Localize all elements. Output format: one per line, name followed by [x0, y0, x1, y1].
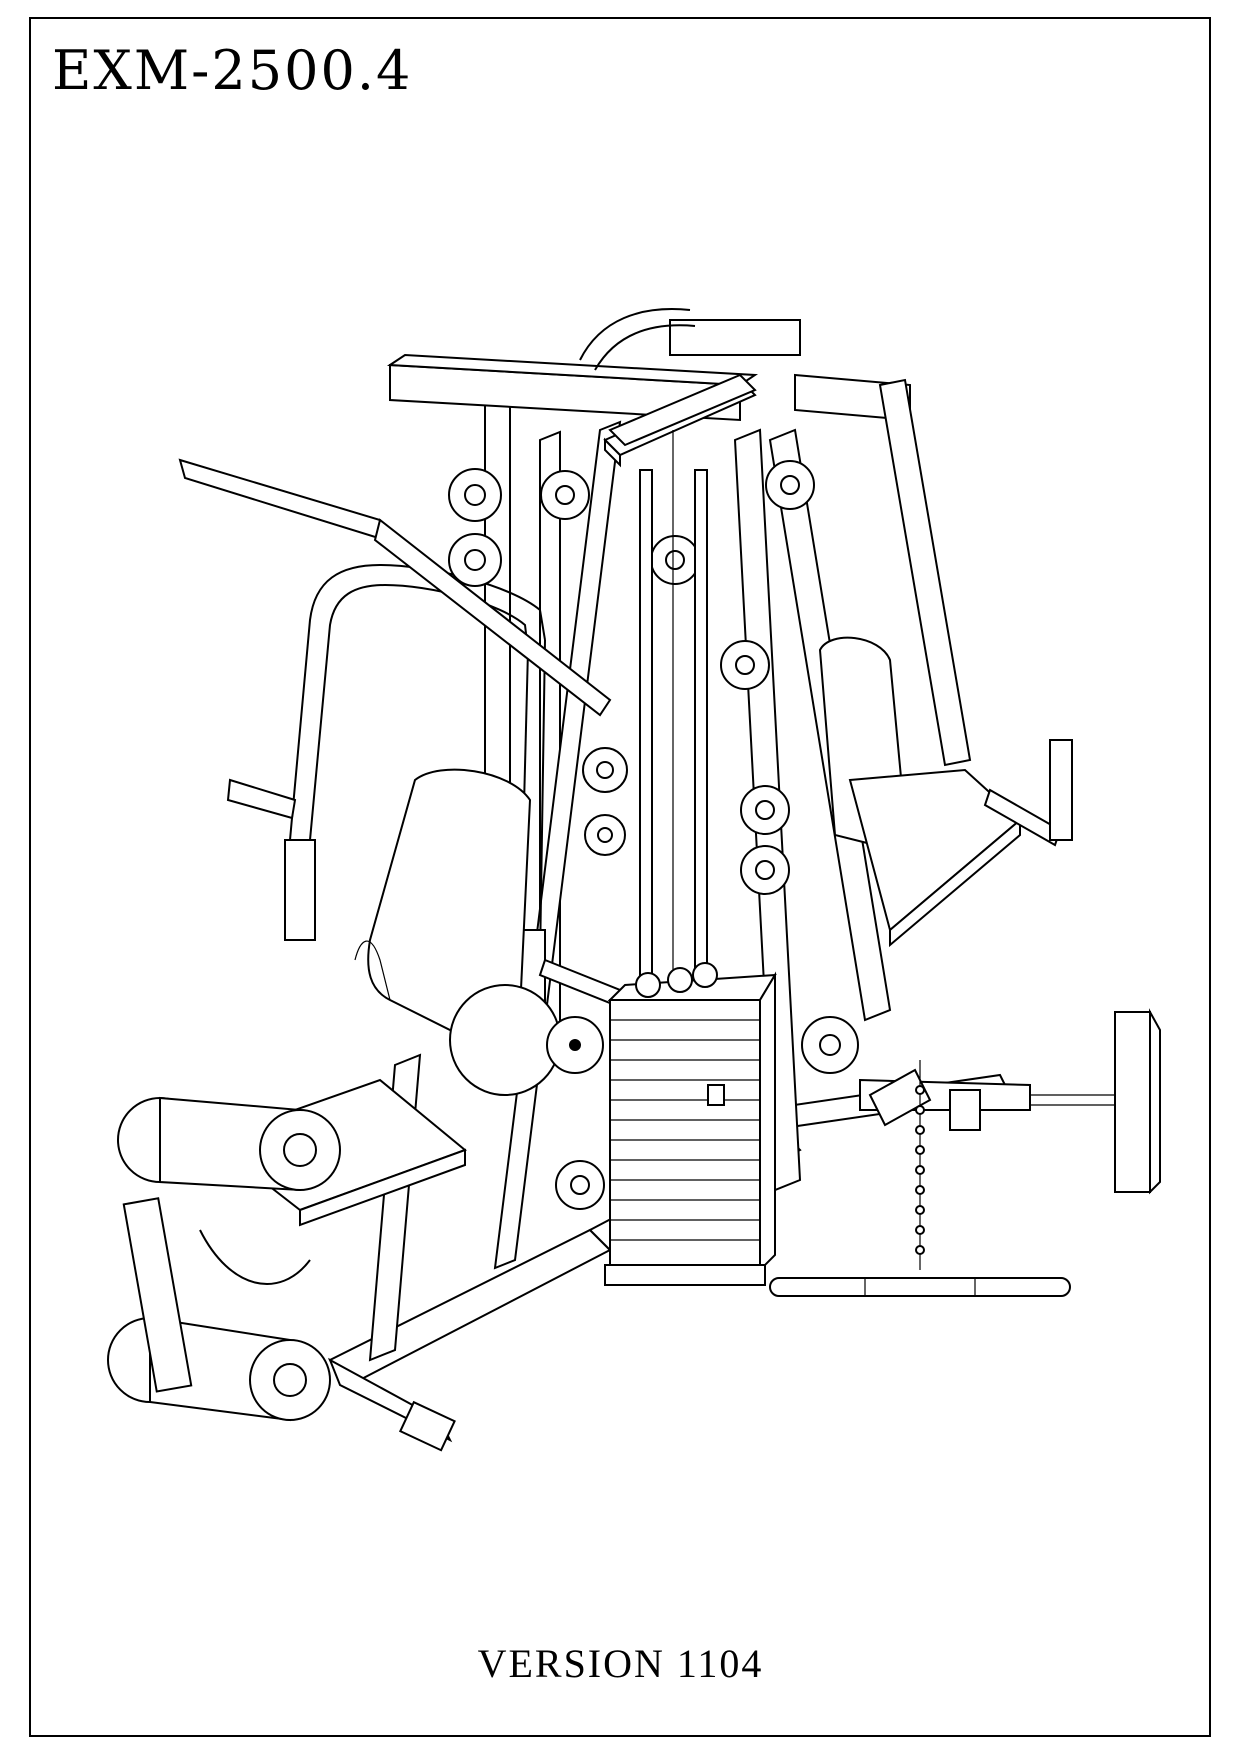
version-label: VERSION 1104	[477, 1641, 764, 1686]
page-border	[29, 17, 1211, 1737]
pulleys	[449, 461, 858, 1209]
right-pads	[820, 638, 1072, 945]
chain-and-bar	[770, 1060, 1070, 1296]
seat-and-leg-extension	[108, 985, 603, 1420]
model-title: EXM-2500.4	[52, 39, 413, 102]
low-row-arm	[860, 1012, 1160, 1192]
weight-stack	[605, 375, 775, 1285]
